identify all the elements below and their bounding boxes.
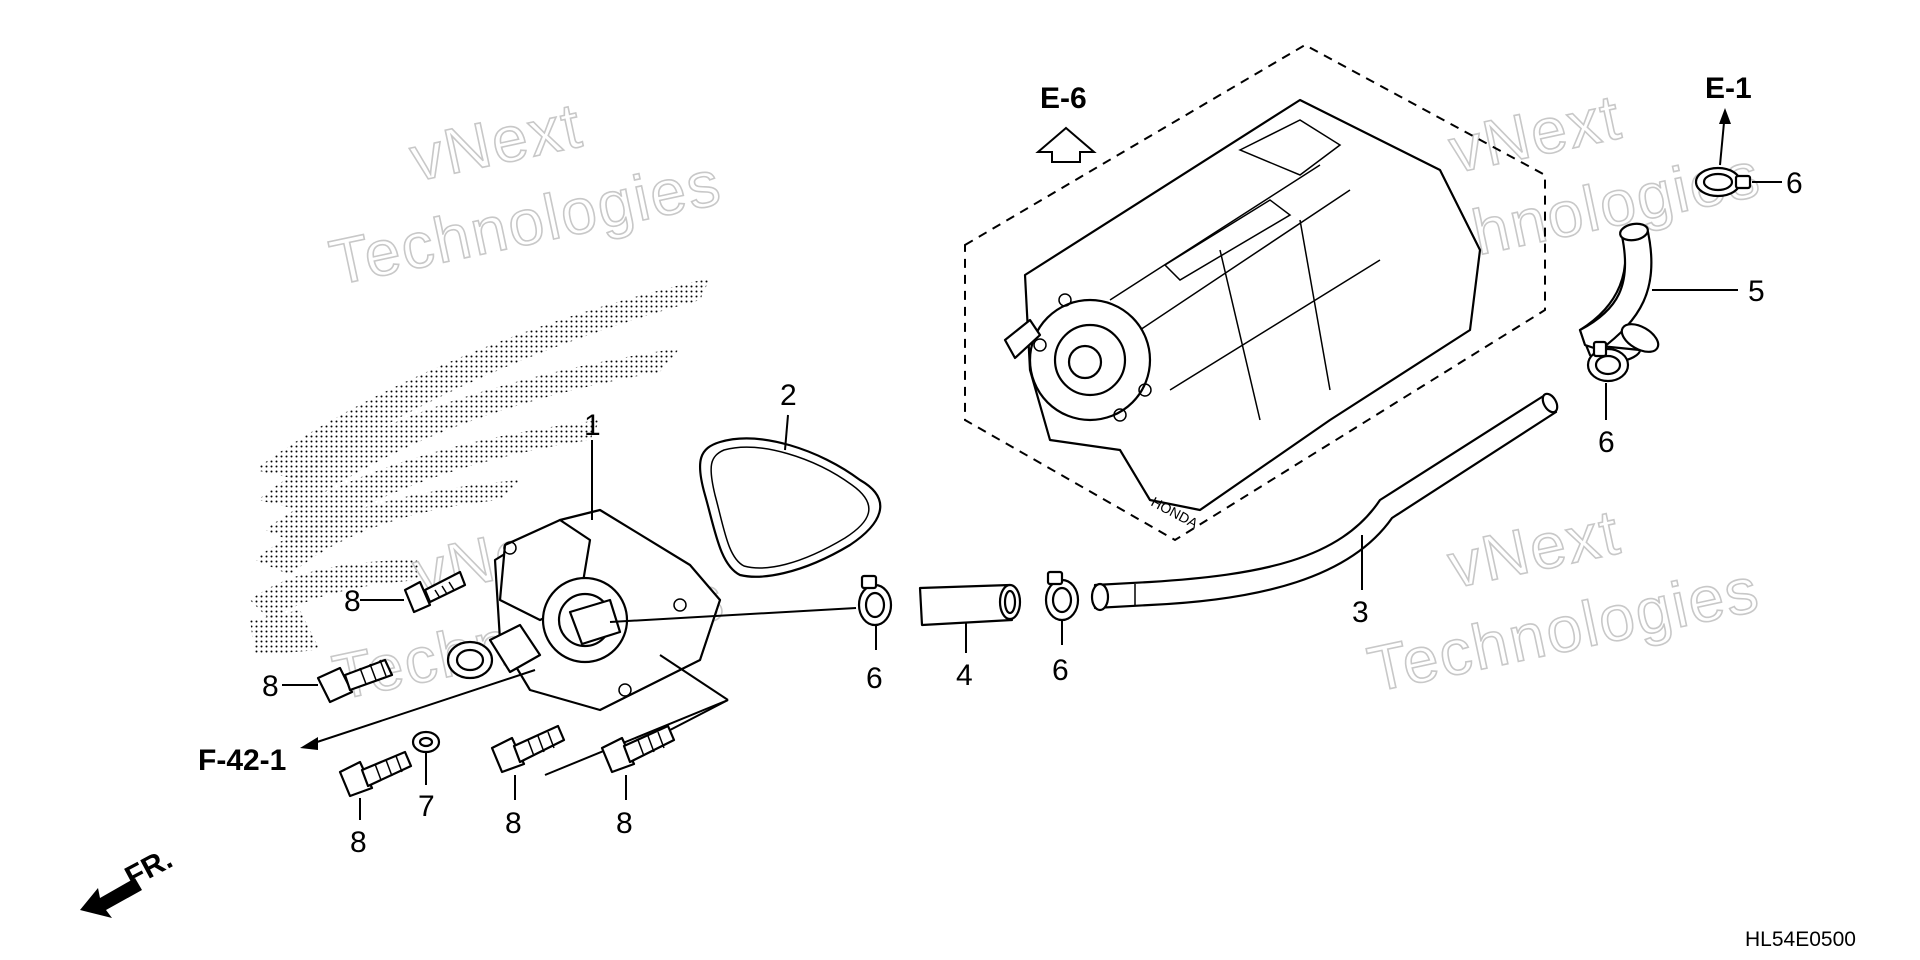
callout-8-lower[interactable]: 8 <box>262 670 279 703</box>
hose-4 <box>918 583 1022 627</box>
engine-case-inset: HONDA <box>964 43 1546 542</box>
callout-6-top[interactable]: 6 <box>1786 167 1803 200</box>
callout-8-bottom-2[interactable]: 8 <box>505 807 522 840</box>
hose-clamp-6-left <box>857 574 893 627</box>
reference-f42-1[interactable]: F-42-1 <box>198 744 286 777</box>
callout-6-mid[interactable]: 6 <box>1052 654 1069 687</box>
water-pump-housing-port <box>1028 293 1152 422</box>
hose-clamp-6-mid <box>1044 570 1080 622</box>
callout-6-right[interactable]: 6 <box>1598 426 1615 459</box>
arrow-up-icon <box>1719 108 1731 124</box>
bolt-8-bottom-2 <box>490 724 566 774</box>
callout-2[interactable]: 2 <box>780 379 797 412</box>
watermark: vNext Technologies <box>323 88 728 300</box>
pipe-3 <box>1090 392 1559 612</box>
callout-7[interactable]: 7 <box>418 790 435 823</box>
engine-block-stipple <box>250 278 710 655</box>
breather-nipple <box>1003 318 1042 360</box>
diagram-code: HL54E0500 <box>1745 928 1856 951</box>
callout-4[interactable]: 4 <box>956 659 973 692</box>
reference-e6[interactable]: E-6 <box>1040 82 1087 115</box>
callout-3[interactable]: 3 <box>1352 596 1369 629</box>
callout-5[interactable]: 5 <box>1748 275 1765 308</box>
up-arrow-icon <box>1035 126 1097 163</box>
washer-7 <box>411 730 441 754</box>
arrow-left-icon <box>300 737 318 750</box>
bolt-8-bottom-1 <box>338 750 413 798</box>
water-pump-cover-1 <box>446 508 722 712</box>
callout-8-bottom-1[interactable]: 8 <box>350 826 367 859</box>
bolt-8-bottom-3 <box>600 724 676 774</box>
reference-e1[interactable]: E-1 <box>1705 72 1752 105</box>
callout-8-upper[interactable]: 8 <box>344 585 361 618</box>
hose-5 <box>1578 222 1660 364</box>
callout-8-bottom-3[interactable]: 8 <box>616 807 633 840</box>
bolt-8-upper <box>403 570 467 614</box>
hose-clamp-6-right <box>1586 340 1630 383</box>
gasket-2 <box>698 437 882 578</box>
callout-1[interactable]: 1 <box>584 409 601 442</box>
front-direction-arrow: FR. <box>80 842 178 918</box>
callout-6-left[interactable]: 6 <box>866 662 883 695</box>
bolt-8-lower <box>316 658 394 704</box>
hose-clamp-6-top <box>1694 166 1752 198</box>
